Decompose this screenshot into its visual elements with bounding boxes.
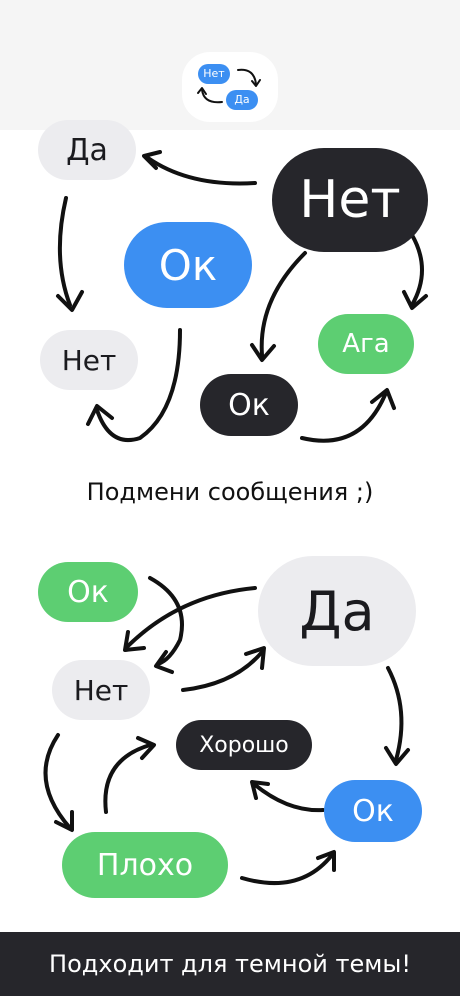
connector-arrows [43, 150, 428, 886]
bubble-net: Нет [52, 660, 150, 720]
arrow-ok-to-horosho-head [250, 780, 270, 800]
arrow-net-to-da-2 [181, 650, 264, 692]
bubble-da: Да [38, 120, 136, 180]
bubble-net-small: Нет [40, 330, 138, 390]
arrow-ok-to-net [95, 328, 182, 443]
arrow-net-to-ploho [43, 733, 72, 830]
bubble-ok-dark: Ок [200, 374, 298, 436]
bubble-ok-blue: Ок [124, 222, 252, 308]
arrow-ploho-to-horosho [103, 743, 152, 814]
bubble-aga: Ага [318, 314, 414, 374]
arrow-da-to-net-1 [126, 586, 257, 648]
app-logo: Нет Да [182, 52, 278, 122]
arrow-da-to-ok-head [384, 746, 410, 766]
arrow-ploho-to-ok [240, 853, 334, 886]
arrow-net-to-ok-head [250, 343, 276, 362]
footer-bar: Подходит для темной темы! [0, 932, 460, 996]
arrow-da-to-ok [386, 666, 404, 762]
arrow-net-to-da-head [142, 150, 162, 170]
footer-text: Подходит для темной темы! [49, 950, 411, 978]
logo-bubble-da: Да [226, 90, 258, 110]
arrow-net-to-ploho-head [54, 810, 74, 832]
arrow-ok-to-net-head [86, 404, 114, 426]
bubble-ploho: Плохо [62, 832, 228, 898]
caption-text: Подмени сообщения ;) [86, 478, 374, 506]
arrow-da-to-net-head [56, 290, 84, 312]
logo-arrows-icon [197, 68, 261, 104]
arrow-okgreen-to-net-head [154, 650, 174, 674]
arrow-okgreen-to-net [148, 576, 184, 666]
bubble-ok-green: Ок [38, 562, 138, 622]
arrow-net-to-ok [259, 251, 307, 357]
bubble-ok-blue-bottom: Ок [324, 780, 422, 842]
bubble-horosho: Хорошо [176, 720, 312, 770]
logo-bubble-net: Нет [198, 64, 230, 84]
arrow-da-to-net-1-head [123, 630, 146, 652]
arrow-ploho-to-ok-head [316, 850, 336, 872]
bubble-net-big: Нет [272, 148, 428, 252]
arrow-ok-to-horosho [252, 782, 325, 813]
arrow-okdark-to-aga [300, 393, 387, 443]
arrow-net-to-aga [410, 233, 424, 307]
arrow-net-to-da [146, 156, 257, 186]
arrow-net-to-da-2-head [244, 646, 266, 670]
arrow-ploho-to-horosho-head [136, 736, 156, 760]
arrow-okdark-to-aga-head [370, 388, 396, 410]
arrow-da-to-net [57, 196, 72, 307]
arrow-net-to-aga-head [402, 290, 428, 310]
bubble-da-big: Да [258, 556, 416, 666]
